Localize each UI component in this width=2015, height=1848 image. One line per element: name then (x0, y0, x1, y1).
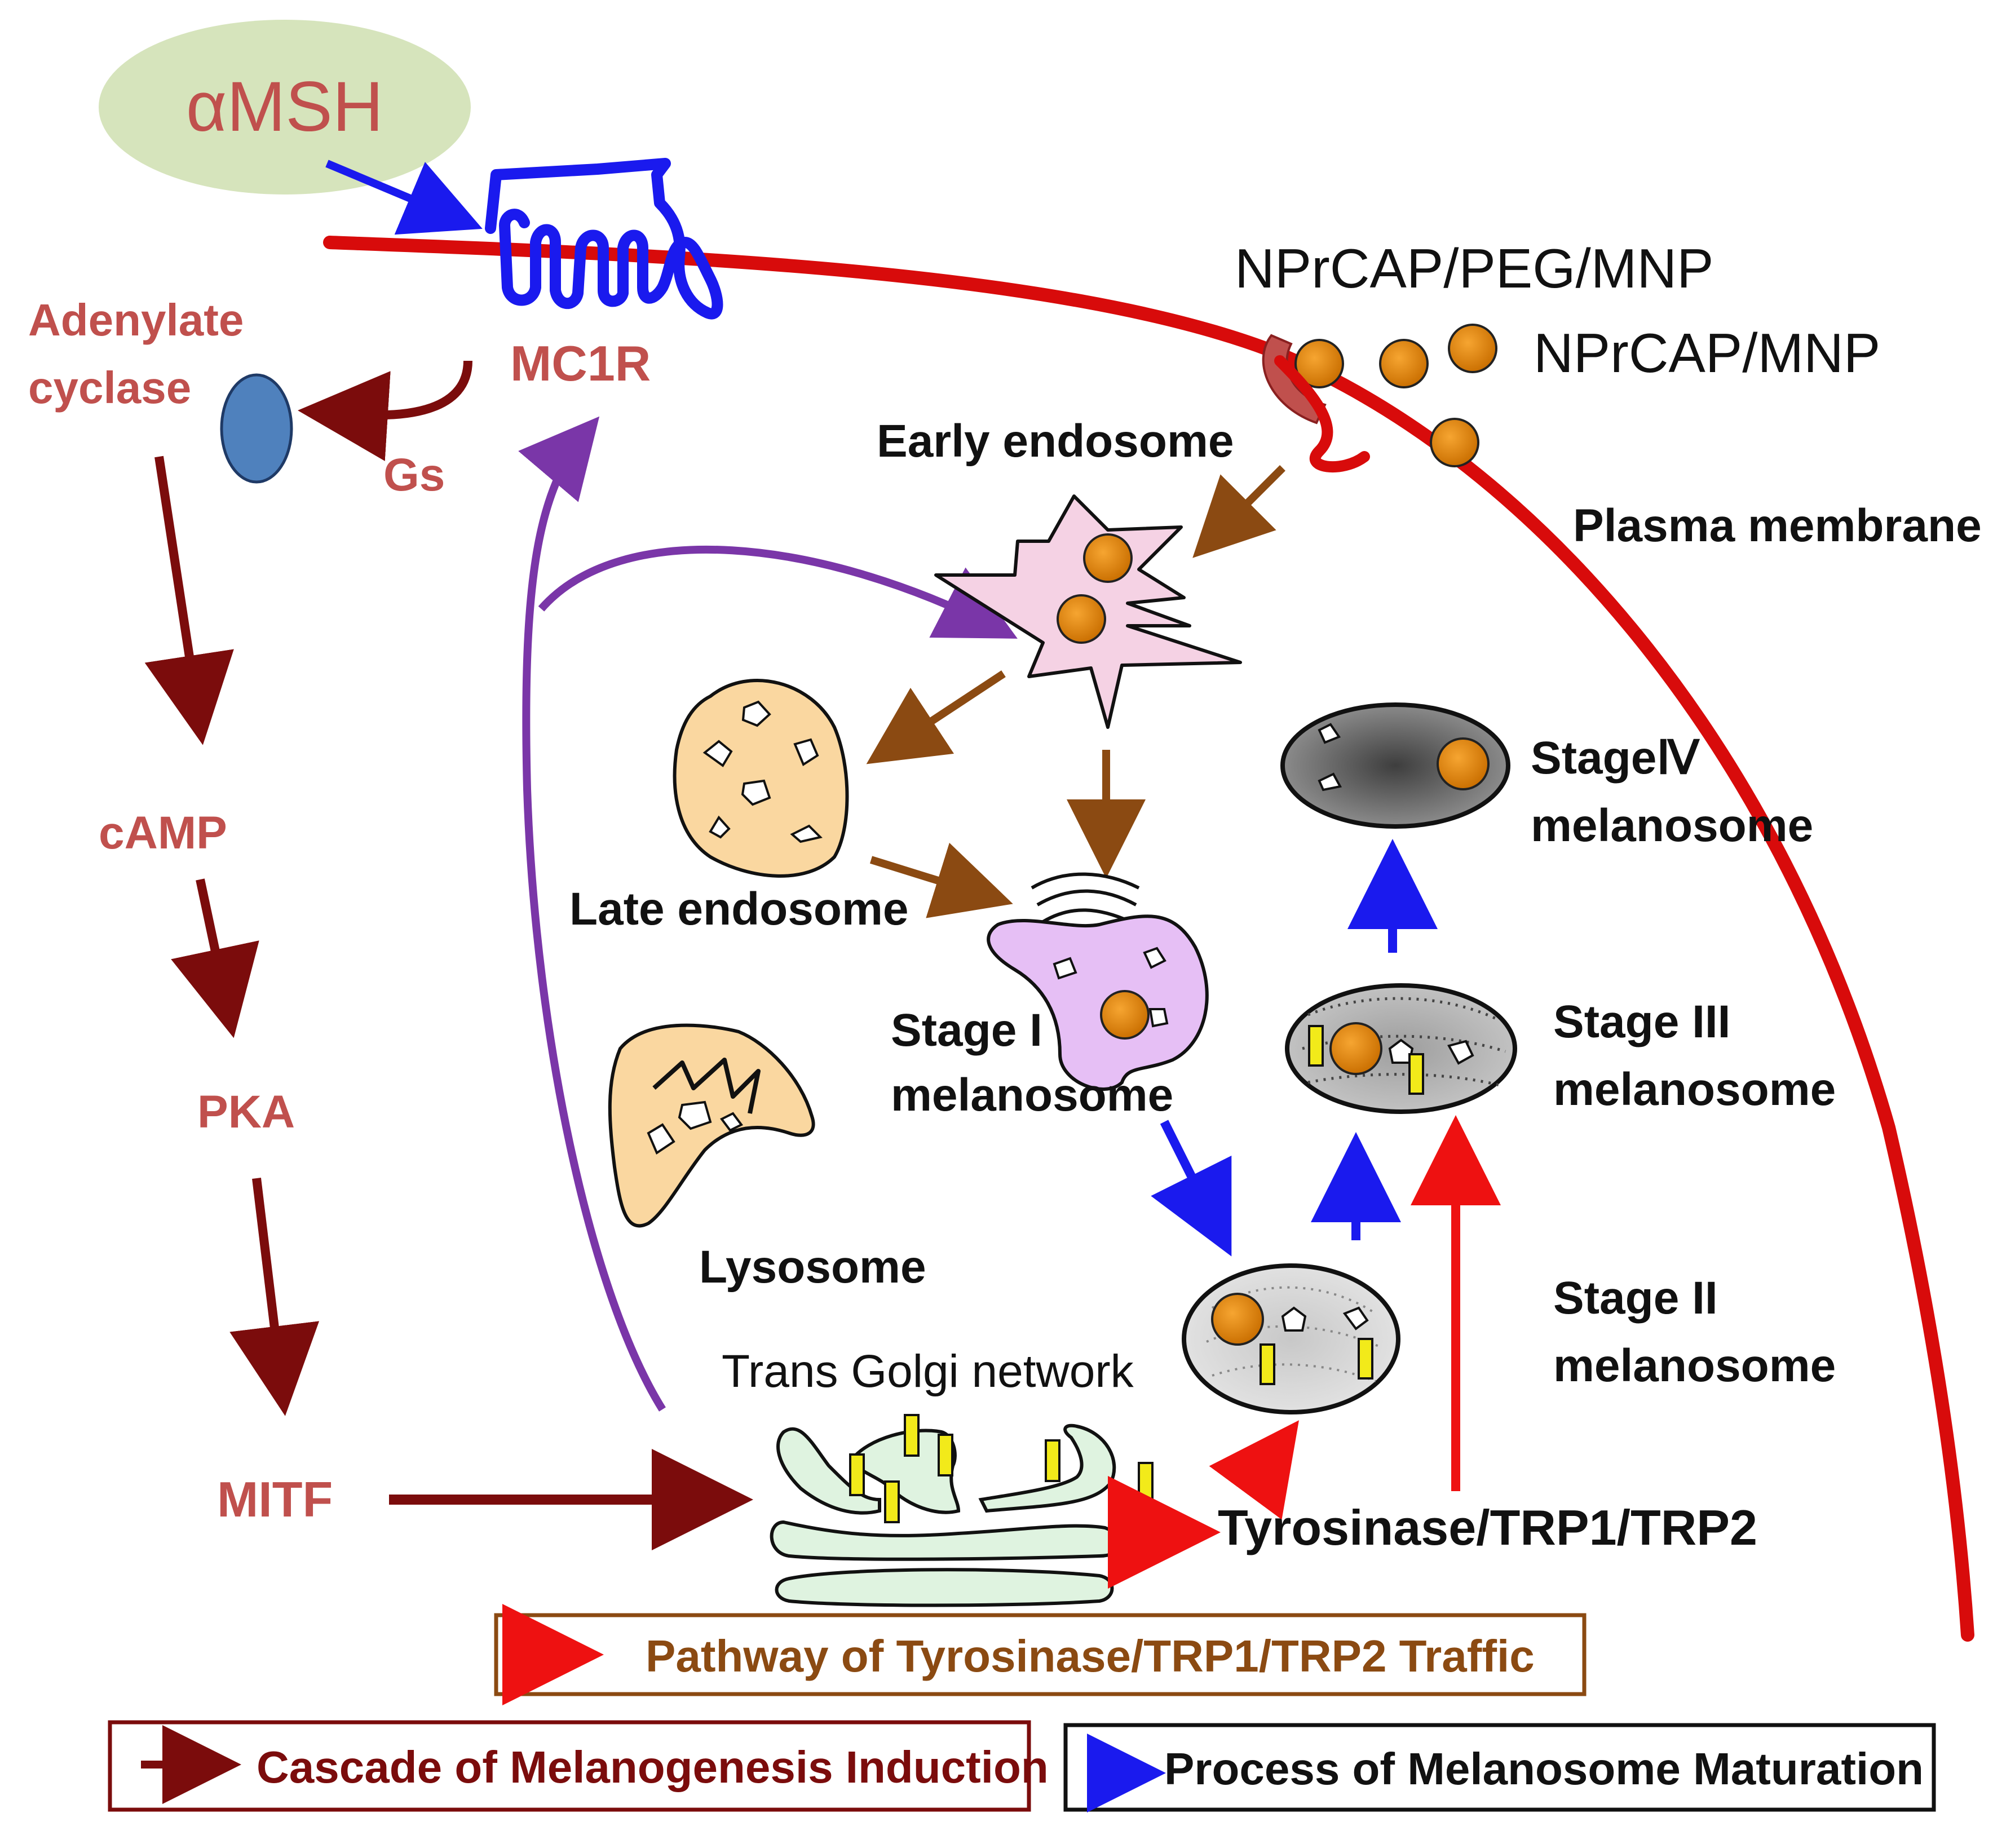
vesicle (1143, 947, 1166, 969)
tyrosinase-marker (1358, 1338, 1373, 1380)
legend-traffic-box (494, 1613, 1587, 1696)
legend-traffic-text: Pathway of Tyrosinase/TRP1/TRP2 Traffic (646, 1631, 1535, 1681)
late-endosome-to-stage1-arrow (869, 842, 1013, 918)
tyrosinase-marker (1408, 1053, 1424, 1095)
gs-protein-oval (220, 373, 293, 484)
plasma-membrane (323, 236, 1974, 1642)
vesicle (678, 1100, 712, 1130)
legend-cascade: Cascade of Melanogenesis Induction (108, 1720, 1049, 1812)
trans-golgi-label: Trans Golgi network (722, 1346, 1134, 1397)
tyrosinase-marker (1260, 1343, 1275, 1385)
mc1r-to-gs-arrow (298, 360, 472, 461)
adenylate-cyclase-label-1: Adenylate (28, 295, 244, 345)
tyrosinase-marker (1045, 1439, 1060, 1482)
tyrosinase-marker (849, 1453, 865, 1496)
nanoparticle (1430, 418, 1479, 467)
stage4-label-1: StageⅣ (1531, 732, 1700, 784)
vesicle (1342, 1306, 1369, 1330)
stage2-label-1: Stage II (1553, 1272, 1718, 1324)
nanoparticle (1083, 533, 1133, 583)
vesicle (1447, 1040, 1474, 1065)
nanoparticle (1329, 1022, 1382, 1075)
legend-maturation-box (1063, 1723, 1936, 1812)
legend-maturation: Process of Melanosome Maturation (1063, 1723, 1936, 1812)
tyrosinase-to-stage2-arrow (1209, 1420, 1299, 1520)
vesicle (790, 824, 823, 843)
adenylate-to-camp-arrow (144, 456, 234, 745)
nanoparticle (1211, 1293, 1264, 1346)
legend-cascade-box (108, 1720, 1031, 1812)
nanoparticle (1448, 324, 1497, 373)
nanoparticle (1379, 339, 1429, 388)
stage1-label-1: Stage I (891, 1005, 1042, 1056)
stage1-coat-lines (1031, 872, 1140, 923)
legend-maturation-text: Process of Melanosome Maturation (1164, 1744, 1924, 1794)
vesicle (741, 700, 771, 727)
tyrosinase-marker (1308, 1025, 1324, 1067)
vesicle (719, 1112, 744, 1132)
camp-label: cAMP (99, 807, 227, 859)
legend-cascade-text: Cascade of Melanogenesis Induction (257, 1742, 1049, 1792)
tyrosinase-marker (884, 1480, 900, 1523)
vesicle (1053, 957, 1077, 980)
vesicle (1148, 1008, 1169, 1028)
vesicle (1318, 723, 1341, 744)
early-to-late-endosome-arrow (866, 670, 1006, 764)
plasma-membrane-label: Plasma membrane (1573, 500, 1982, 551)
stage1-label-2: melanosome (891, 1069, 1173, 1121)
golgi-to-mc1r-arrow (518, 416, 666, 1412)
amsh-ellipse (99, 20, 471, 194)
stage1-to-stage2-arrow (1151, 1120, 1232, 1257)
adenylate-cyclase-label-2: cyclase (28, 362, 191, 413)
lysosome-label: Lysosome (699, 1241, 926, 1293)
amsh-to-mc1r-arrow (325, 160, 483, 235)
mc1r-receptor (485, 158, 723, 320)
stage1-melanosome (987, 914, 1209, 1091)
tyrosinase-marker (1138, 1462, 1154, 1505)
golgi-cisterna (978, 1423, 1116, 1513)
nprcap-peg-mnp-label: NPrCAP/PEG/MNP (1235, 237, 1713, 299)
recycling-to-early-endosome-arrow (538, 545, 1018, 639)
camp-to-pka-arrow (171, 878, 259, 1038)
tyrosinase-marker (904, 1414, 920, 1457)
nanoparticle (1100, 990, 1150, 1040)
nanoparticle (1294, 339, 1344, 388)
stage3-label-2: melanosome (1553, 1064, 1836, 1115)
amsh-label: αMSH (186, 68, 383, 146)
pka-label: PKA (197, 1086, 295, 1138)
stage4-label-2: melanosome (1531, 800, 1813, 851)
stage3-label-1: Stage III (1553, 996, 1730, 1047)
stage2-label-2: melanosome (1553, 1340, 1836, 1391)
lysosome-inner-membrane (652, 1058, 761, 1114)
nprcap-mnp-label: NPrCAP/MNP (1534, 322, 1880, 384)
endocytic-invagination (1274, 355, 1370, 473)
pka-to-mitf-arrow (229, 1178, 320, 1416)
golgi-cisterna (770, 1520, 1124, 1561)
mitf-label: MITF (217, 1471, 333, 1527)
stage3-fibrils (1302, 997, 1506, 1087)
vesicle (709, 815, 731, 839)
vesicle (647, 1123, 675, 1155)
uptake-to-early-endosome-arrow (1192, 465, 1285, 558)
vesicle (1281, 1306, 1307, 1332)
legend-traffic: Pathway of Tyrosinase/TRP1/TRP2 Traffic (494, 1604, 1587, 1705)
tyrosinase-marker (938, 1434, 953, 1476)
late-endosome-label: Late endosome (569, 883, 908, 935)
lysosome (608, 1023, 815, 1228)
early-endosome-label: Early endosome (877, 415, 1234, 467)
mc1r-label: MC1R (510, 335, 651, 391)
tyrosinase-label: Tyrosinase/TRP1/TRP2 (1218, 1500, 1757, 1555)
vesicle (1318, 772, 1342, 792)
vesicle (702, 740, 733, 767)
trans-golgi-network (770, 1423, 1124, 1607)
nanoparticle (1437, 737, 1490, 790)
vesicle (793, 738, 819, 766)
nanoparticle (1057, 594, 1106, 644)
golgi-cisterna (775, 1568, 1114, 1607)
vesicle (741, 779, 771, 806)
gs-label: Gs (383, 449, 445, 501)
